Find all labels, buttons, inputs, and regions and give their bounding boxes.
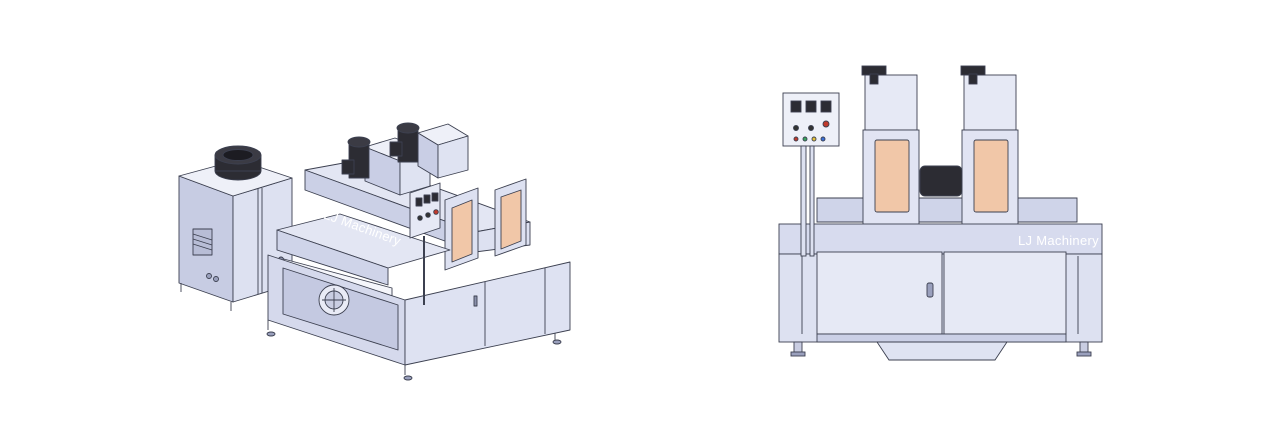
lamp-head-right (960, 65, 1019, 227)
lamp-housing-2 (417, 123, 469, 179)
lower-body (778, 223, 1103, 361)
lamp-windows (444, 178, 527, 271)
lamp-fan-1 (341, 136, 371, 179)
lamp-fan-2 (389, 122, 420, 163)
watermark-right: LJ Machinery (1018, 233, 1099, 248)
front-view-machine: LJ Machinery (778, 65, 1103, 361)
control-box (409, 182, 441, 305)
lower-frame (266, 254, 571, 381)
top-plate (816, 197, 1078, 223)
lamp-head-left (861, 65, 920, 227)
center-fan (919, 165, 963, 197)
isometric-machine: LJ Machinery (178, 122, 571, 381)
control-panel (782, 92, 840, 257)
conveyor-hood (276, 213, 451, 286)
